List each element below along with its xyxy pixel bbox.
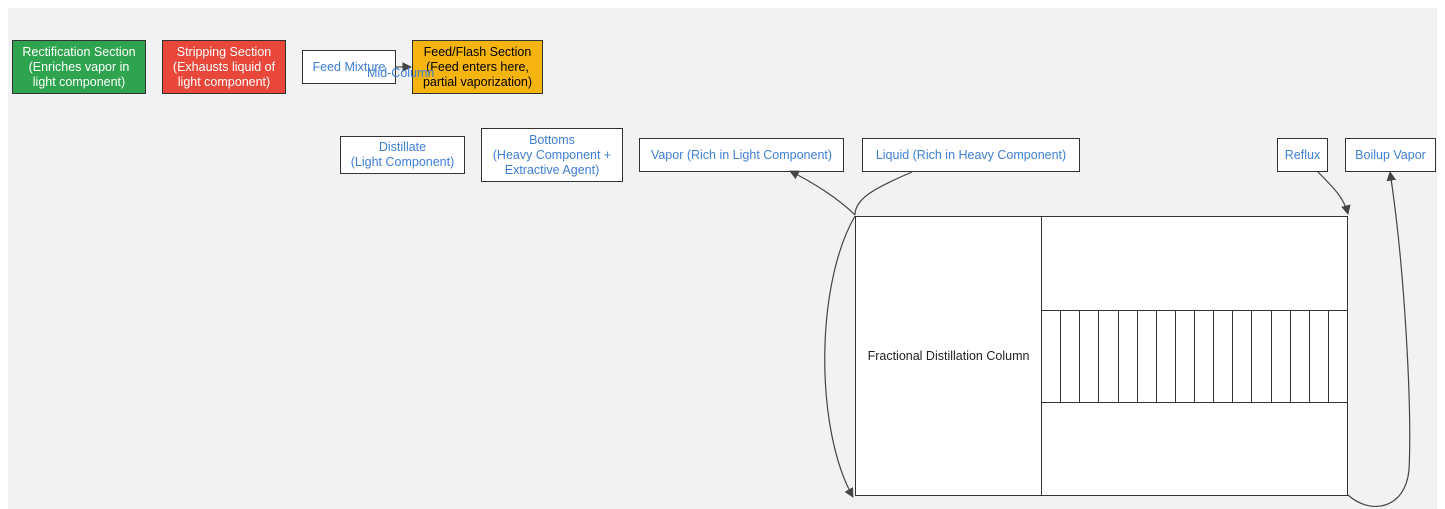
column-loop-edge (824, 215, 856, 498)
tray (1233, 310, 1253, 402)
tray (1272, 310, 1291, 402)
reflux-edge (1317, 171, 1351, 215)
vapor-edge (789, 170, 856, 216)
liquid-edge (854, 171, 913, 216)
bottoms-node[interactable]: Bottoms (Heavy Component + Extractive Ag… (481, 128, 623, 182)
column-label: Fractional Distillation Column (856, 217, 1042, 495)
rectification-section-node[interactable]: Rectification Section (Enriches vapor in… (12, 40, 146, 94)
stripping-section-node[interactable]: Stripping Section (Exhausts liquid of li… (162, 40, 286, 94)
tray (1252, 310, 1272, 402)
feed-mixture-node[interactable]: Feed Mixture (302, 50, 396, 84)
tray (1310, 310, 1329, 402)
tray-stack (1042, 309, 1347, 403)
tray (1042, 310, 1062, 402)
tray (1176, 310, 1195, 402)
distillate-node[interactable]: Distillate (Light Component) (340, 136, 465, 174)
boilup-edge (1347, 171, 1411, 508)
tray (1157, 310, 1176, 402)
reflux-node[interactable]: Reflux (1277, 138, 1328, 172)
tray (1195, 310, 1215, 402)
vapor-node[interactable]: Vapor (Rich in Light Component) (639, 138, 844, 172)
mid-column-edge-label: Mid-Column (367, 66, 435, 80)
tray (1061, 310, 1081, 402)
distillation-column[interactable]: Fractional Distillation Column (855, 216, 1348, 496)
tray (1099, 310, 1119, 402)
tray (1291, 310, 1310, 402)
tray-section (1042, 217, 1347, 495)
liquid-node[interactable]: Liquid (Rich in Heavy Component) (862, 138, 1080, 172)
tray (1119, 310, 1138, 402)
tray (1214, 310, 1234, 402)
feed-flash-section-node[interactable]: Feed/Flash Section (Feed enters here, pa… (412, 40, 543, 94)
tray (1080, 310, 1100, 402)
tray (1138, 310, 1157, 402)
